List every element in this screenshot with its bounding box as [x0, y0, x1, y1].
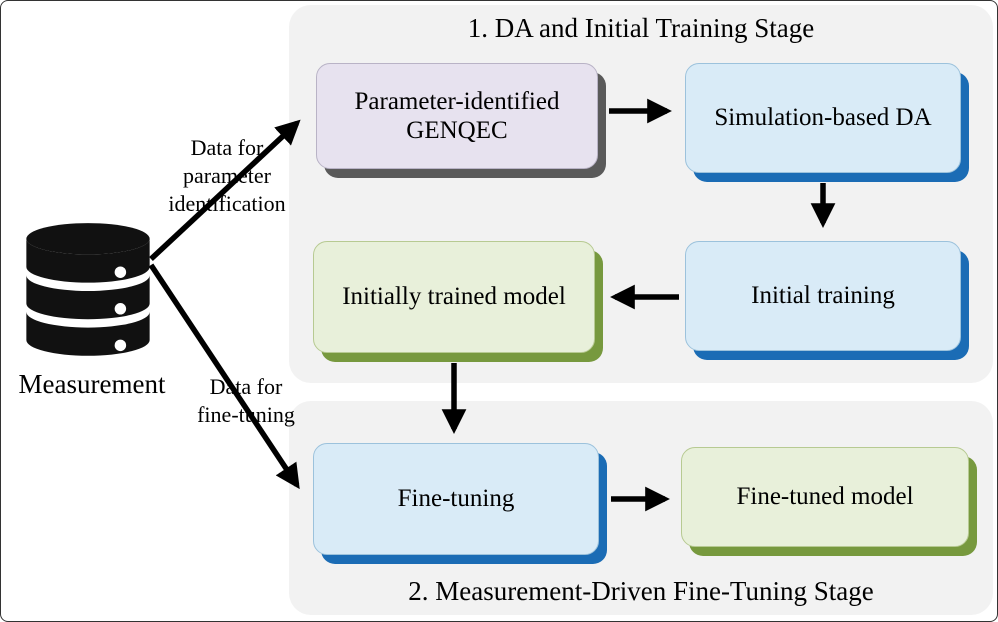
node-label: Fine-tuned model	[736, 483, 914, 511]
node-initial-training: Initial training	[685, 241, 961, 351]
node-label: Fine-tuning	[397, 485, 515, 513]
edge-label-data-for-fine-tuning: Data for fine-tuning	[197, 374, 295, 428]
node-label: Parameter-identified GENQEC	[354, 87, 560, 145]
edge-label-data-for-parameter-identification: Data for parameter identification	[168, 135, 286, 217]
node-label: Initially trained model	[342, 283, 566, 311]
node-label: Simulation-based DA	[714, 104, 932, 132]
measurement-label: Measurement	[18, 369, 166, 399]
node-initially-trained-model: Initially trained model	[313, 241, 595, 353]
node-simulation-based-da: Simulation-based DA	[685, 63, 961, 173]
node-fine-tuned-model: Fine-tuned model	[681, 447, 969, 547]
stage-2-title: 2. Measurement-Driven Fine-Tuning Stage	[408, 576, 874, 606]
node-label: Initial training	[751, 282, 895, 310]
node-fine-tuning: Fine-tuning	[313, 443, 599, 555]
node-parameter-identified-genqec: Parameter-identified GENQEC	[316, 63, 598, 169]
database-icon	[23, 221, 153, 363]
stage-1-title: 1. DA and Initial Training Stage	[467, 13, 815, 43]
